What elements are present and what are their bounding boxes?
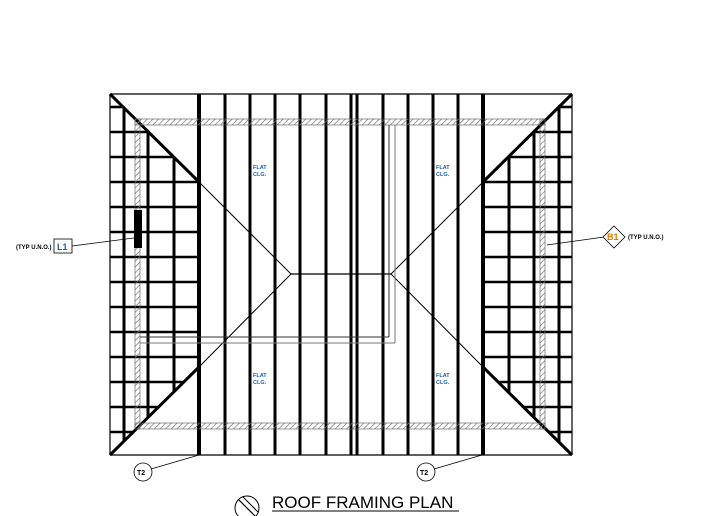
north-arrow-icon [234, 495, 260, 516]
flat-ceiling-label: FLAT [436, 373, 450, 379]
lintel-tag[interactable]: L1 (TYP U.N.O.) [16, 237, 135, 254]
wall-top [134, 118, 546, 126]
hip [108, 92, 201, 184]
lintel-tag-label: L1 [57, 242, 68, 252]
flat-ceiling-label: FLAT [436, 165, 450, 171]
lintel-tag-note: (TYP U.N.O.) [16, 245, 52, 251]
flat-ceiling-label: CLG. [253, 172, 267, 178]
hip-line [198, 273, 292, 368]
flat-ceiling-label: CLG. [253, 380, 267, 386]
flat-ceiling-label: CLG. [436, 380, 450, 386]
truss-tag-label: T2 [137, 470, 145, 477]
beam-tag-note: (TYP U.N.O.) [628, 235, 664, 241]
drawing-title: ROOF FRAMING PLAN [272, 493, 453, 512]
truss-tag-right[interactable]: T2 [416, 454, 483, 482]
framing-members [108, 92, 574, 457]
hip-line [390, 273, 484, 368]
wall-right [539, 118, 546, 430]
hip-line [390, 181, 484, 275]
flat-ceiling-label: CLG. [436, 172, 450, 178]
beam-tag[interactable]: B1 (TYP U.N.O.) [546, 225, 664, 249]
wall-bottom [134, 422, 546, 430]
flat-ceiling-label: FLAT [253, 165, 267, 171]
hip [481, 365, 574, 457]
hip [481, 92, 574, 184]
hip [108, 365, 201, 457]
lintel-l1 [134, 210, 142, 248]
flat-ceiling-label: FLAT [253, 373, 267, 379]
truss-tag-left[interactable]: T2 [133, 454, 200, 482]
hip-line [198, 181, 292, 275]
truss-tag-label: T2 [420, 470, 428, 477]
wall-left [134, 118, 141, 430]
beam-tag-label: B1 [607, 232, 619, 242]
